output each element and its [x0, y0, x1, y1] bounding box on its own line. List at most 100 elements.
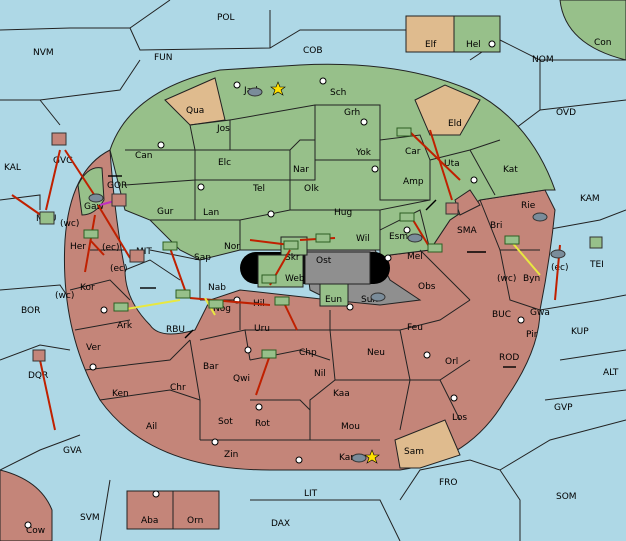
label-fro: FRO: [439, 478, 458, 488]
tank-unit-icon[interactable]: [175, 289, 191, 299]
label-orn: Orn: [187, 516, 203, 526]
label-grh: Grh: [344, 108, 360, 118]
supply-center-icon: [423, 351, 431, 359]
tank-unit-icon[interactable]: [283, 240, 299, 250]
fleet-unit-icon[interactable]: [88, 193, 104, 203]
continent-south[interactable]: [63, 149, 556, 471]
label-kar: Kar: [339, 453, 354, 463]
label-lan: Lan: [203, 208, 219, 218]
tank-unit-icon[interactable]: [162, 241, 178, 251]
label-chr: Chr: [170, 383, 186, 393]
label-ver: Ver: [86, 343, 101, 353]
army-unit-icon[interactable]: [111, 193, 127, 207]
label-zin: Zin: [224, 450, 238, 460]
move-arrow: [97, 204, 131, 259]
supply-center-icon: [197, 183, 205, 191]
supply-center-icon: [24, 521, 32, 529]
province-elf[interactable]: [405, 15, 455, 53]
label-gvp: GVP: [554, 403, 573, 413]
army-unit-icon[interactable]: [39, 211, 55, 225]
province-ost[interactable]: [304, 251, 371, 285]
supply-center-icon: [470, 176, 478, 184]
label-eun: Eun: [325, 295, 342, 305]
fleet-unit-icon[interactable]: [532, 212, 548, 222]
tank-unit-icon[interactable]: [208, 299, 224, 309]
label-jos: Jos: [216, 124, 230, 134]
army-unit-icon[interactable]: [129, 249, 145, 263]
tank-unit-icon[interactable]: [83, 229, 99, 239]
label-rbu: RBU: [166, 325, 185, 335]
tank-unit-icon[interactable]: [399, 212, 415, 222]
fleet-unit-icon[interactable]: [247, 87, 263, 97]
label-olk: Olk: [304, 184, 320, 194]
army-unit-icon[interactable]: [445, 202, 459, 215]
move-arrow: [45, 149, 61, 211]
label-cob: COB: [303, 46, 323, 56]
label-web: Web: [285, 274, 305, 284]
label-amp: Amp: [403, 177, 424, 187]
label-mel: Mel: [407, 252, 423, 262]
fleet-unit-icon[interactable]: [407, 233, 423, 243]
label-nog: Nog: [213, 304, 231, 314]
province-eld[interactable]: [414, 84, 481, 136]
label-sun: Sun: [361, 295, 378, 305]
label-kor: Kor: [80, 283, 95, 293]
tank-unit-icon[interactable]: [261, 274, 277, 284]
province-qua[interactable]: [164, 77, 226, 126]
tank-unit-icon[interactable]: [261, 349, 277, 359]
label-sma: SMA: [457, 226, 477, 236]
army-unit-icon[interactable]: [32, 349, 46, 362]
label-orl: Orl: [445, 357, 458, 367]
label-rot: Rot: [255, 419, 270, 429]
label-som: SOM: [556, 492, 577, 502]
label-gor: GOR: [107, 181, 127, 191]
label-sot: Sot: [218, 417, 233, 427]
label-wil: Wil: [356, 234, 370, 244]
supply-center-icon: [346, 303, 354, 311]
fleet-unit-icon[interactable]: [370, 292, 386, 302]
label-pir: Pir: [526, 330, 538, 340]
label-bar: Bar: [203, 362, 219, 372]
label-buc: BUC: [492, 310, 511, 320]
label-her: Her: [70, 242, 86, 252]
fleet-unit-icon[interactable]: [351, 453, 367, 463]
label-nil: Nil: [314, 369, 326, 379]
supply-centers: [24, 40, 525, 529]
supply-center-icon: [152, 490, 160, 498]
capital-stars: [270, 81, 380, 464]
province-cow[interactable]: [0, 469, 53, 541]
label-kam: KAM: [580, 194, 600, 204]
label-gwa: Gwa: [530, 308, 550, 318]
label-nor: Nor: [224, 242, 240, 252]
tank-unit-icon[interactable]: [274, 296, 290, 306]
supply-center-icon: [267, 210, 275, 218]
label-car: Car: [405, 147, 421, 157]
label-can: Can: [135, 151, 153, 161]
tank-unit-icon[interactable]: [396, 127, 412, 137]
label-ail: Ail: [146, 422, 157, 432]
tank-unit-icon[interactable]: [315, 233, 331, 243]
army-unit-icon[interactable]: [589, 236, 603, 249]
label-con: Con: [594, 38, 612, 48]
tank-unit-icon[interactable]: [113, 302, 129, 312]
label-qwi: Qwi: [233, 374, 250, 384]
label-hug: Hug: [334, 208, 352, 218]
tank-unit-icon[interactable]: [504, 235, 520, 245]
fleet-unit-icon[interactable]: [550, 249, 566, 259]
tank-unit-icon[interactable]: [427, 243, 443, 253]
support-line: [509, 239, 541, 276]
province-eun[interactable]: [319, 283, 349, 307]
label-nab: Nab: [208, 283, 226, 293]
province-orn[interactable]: [172, 490, 220, 530]
label-nvm: NVM: [33, 48, 54, 58]
label-obs: Obs: [418, 282, 436, 292]
supply-center-icon: [233, 81, 241, 89]
army-unit-icon[interactable]: [51, 132, 67, 146]
label-ark: Ark: [117, 321, 133, 331]
province-borders: [69, 104, 541, 441]
province-aba[interactable]: [126, 490, 174, 530]
label-kup: KUP: [571, 327, 589, 337]
label-uta: Uta: [444, 159, 460, 169]
province-sam[interactable]: [394, 419, 461, 469]
units: [32, 87, 603, 463]
